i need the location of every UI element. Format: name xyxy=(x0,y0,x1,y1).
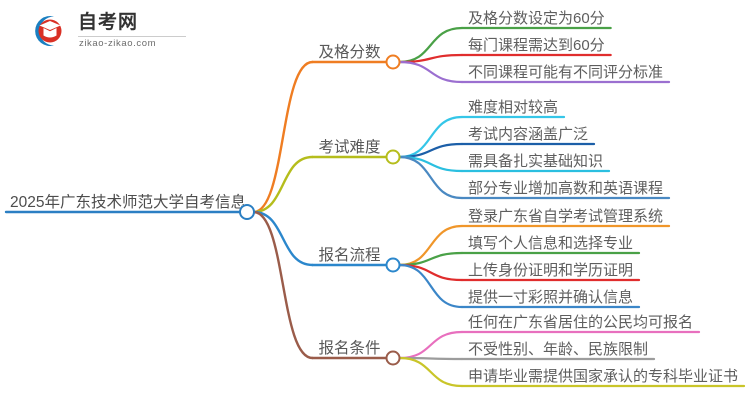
logo-divider xyxy=(78,36,186,37)
link-branch-1-to-leaf-3 xyxy=(398,60,464,84)
leaf-label-4-2[interactable]: 不受性别、年龄、民族限制 xyxy=(468,341,648,358)
leaf-label-2-2[interactable]: 考试内容涵盖广泛 xyxy=(468,126,588,143)
graduation-cap-logo-icon xyxy=(28,12,68,50)
branch-label-4[interactable]: 报名条件 xyxy=(318,339,380,357)
mindmap-labels: 2025年广东技术师范大学自考信息 及格分数 及格分数设定为60分每门课程需达到60… xyxy=(10,10,738,385)
root-branch-links xyxy=(4,60,388,360)
link-branch-4-to-leaf-3 xyxy=(398,356,464,388)
logo-brand-name: 自考网 xyxy=(78,12,139,33)
leaf-label-3-1[interactable]: 登录广东省自学考试管理系统 xyxy=(468,208,663,225)
leaf-label-4-3[interactable]: 申请毕业需提供国家承认的专科毕业证书 xyxy=(468,368,738,385)
leaf-label-3-3[interactable]: 上传身份证明和学历证明 xyxy=(468,262,633,279)
link-branch-1-to-leaf-2 xyxy=(398,53,464,64)
leaf-label-1-3[interactable]: 不同课程可能有不同评分标准 xyxy=(468,64,663,81)
leaf-label-2-4[interactable]: 部分专业增加高数和英语课程 xyxy=(468,179,663,197)
link-branch-1-to-leaf-1 xyxy=(398,26,464,64)
link-root-to-branch-3 xyxy=(252,210,314,267)
leaf-links xyxy=(398,26,746,388)
root-node[interactable] xyxy=(239,204,255,220)
leaf-label-1-1[interactable]: 及格分数设定为60分 xyxy=(468,10,605,27)
root-node-label[interactable]: 2025年广东技术师范大学自考信息 xyxy=(10,193,246,211)
branch-node-4[interactable] xyxy=(385,350,401,366)
link-branch-4-to-leaf-1 xyxy=(398,330,464,360)
link-root-to-branch-4 xyxy=(252,210,314,360)
leaf-label-1-2[interactable]: 每门课程需达到60分 xyxy=(468,37,605,54)
mindmap-nodes xyxy=(239,54,401,366)
leaf-label-3-4[interactable]: 提供一寸彩照并确认信息 xyxy=(468,289,633,306)
branch-node-3[interactable] xyxy=(385,257,401,273)
link-root-to-branch-1 xyxy=(252,60,314,214)
branch-label-2[interactable]: 考试难度 xyxy=(318,138,380,156)
leaf-label-4-1[interactable]: 任何在广东省居住的公民均可报名 xyxy=(468,314,693,331)
leaf-label-3-2[interactable]: 填写个人信息和选择专业 xyxy=(468,235,633,252)
branch-label-1[interactable]: 及格分数 xyxy=(318,43,381,61)
leaf-label-2-3[interactable]: 需具备扎实基础知识 xyxy=(468,153,603,170)
branch-label-3[interactable]: 报名流程 xyxy=(318,246,380,264)
logo-brand-url: zikao-zikao.com xyxy=(79,38,157,49)
link-branch-3-to-leaf-4 xyxy=(398,263,464,309)
link-branch-2-to-leaf-4 xyxy=(398,155,464,200)
leaf-label-2-1[interactable]: 难度相对较高 xyxy=(468,98,558,116)
site-logo: 自考网 zikao-zikao.com xyxy=(28,8,198,54)
branch-node-1[interactable] xyxy=(385,54,401,70)
link-root-to-branch-2 xyxy=(252,155,314,214)
branch-node-2[interactable] xyxy=(385,149,401,165)
